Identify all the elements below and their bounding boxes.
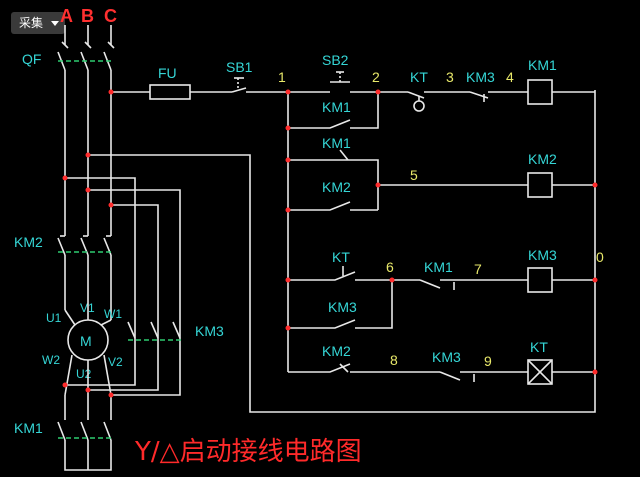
km1-main-label: KM1 bbox=[14, 420, 43, 436]
phase-b-label: B bbox=[81, 6, 94, 26]
qf-breaker: QF bbox=[22, 25, 115, 71]
sb2-label: SB2 bbox=[322, 52, 349, 68]
v2-label: V2 bbox=[108, 355, 123, 369]
km3-hold-label: KM3 bbox=[328, 299, 357, 315]
node-0: 0 bbox=[596, 249, 604, 265]
motor: M U1 V1 W1 W2 U2 V2 bbox=[42, 300, 123, 396]
node-1: 1 bbox=[278, 69, 286, 85]
km1-hold-contact: KM1 bbox=[287, 92, 379, 372]
kt-nc-label: KT bbox=[410, 69, 428, 85]
km1-nc-label: KM1 bbox=[322, 135, 351, 151]
w1-label: W1 bbox=[104, 307, 122, 321]
u1-label: U1 bbox=[46, 311, 62, 325]
km1-hold-label: KM1 bbox=[322, 99, 351, 115]
delta-wires bbox=[65, 90, 596, 413]
km2-rung: KM1 KM2 KM2 bbox=[288, 135, 595, 211]
kt-rung: KM2 KM3 KT bbox=[288, 339, 595, 385]
kt-no-label: KT bbox=[332, 249, 350, 265]
kt-coil-label: KT bbox=[530, 339, 548, 355]
km2-hold-label: KM2 bbox=[322, 179, 351, 195]
km2-nc-label: KM2 bbox=[322, 343, 351, 359]
km3-main-label: KM3 bbox=[195, 323, 224, 339]
node-9: 9 bbox=[484, 353, 492, 369]
km2-main-label: KM2 bbox=[14, 234, 43, 250]
w2-label: W2 bbox=[42, 353, 60, 367]
km1-main-contacts: KM1 bbox=[14, 395, 112, 471]
node-6: 6 bbox=[386, 259, 394, 275]
node-5: 5 bbox=[410, 167, 418, 183]
chevron-down-icon bbox=[51, 21, 59, 26]
motor-label: M bbox=[80, 333, 92, 349]
diagram-title: Y/△启动接线电路图 bbox=[134, 437, 362, 467]
km3-nc2-label: KM3 bbox=[432, 349, 461, 365]
phase-a-label: A bbox=[60, 6, 73, 26]
node-8: 8 bbox=[390, 352, 398, 368]
km1-nc2-label: KM1 bbox=[424, 259, 453, 275]
sb1-label: SB1 bbox=[226, 59, 253, 75]
node-7: 7 bbox=[474, 261, 482, 277]
phase-c-label: C bbox=[104, 6, 117, 26]
node-4: 4 bbox=[506, 69, 514, 85]
control-top-line: FU SB1 SB2 KT KM3 KM1 bbox=[111, 52, 595, 112]
km3-rung: KT KM3 KM1 KM3 bbox=[288, 247, 595, 329]
collect-button[interactable]: 采集 bbox=[11, 12, 65, 34]
fu-label: FU bbox=[158, 65, 177, 81]
node-2: 2 bbox=[372, 69, 380, 85]
km3-coil-label: KM3 bbox=[528, 247, 557, 263]
km2-main-contacts: KM2 bbox=[14, 234, 112, 320]
km1-coil-label: KM1 bbox=[528, 57, 557, 73]
km2-coil-label: KM2 bbox=[528, 151, 557, 167]
node-3: 3 bbox=[446, 69, 454, 85]
collect-label: 采集 bbox=[19, 16, 44, 30]
qf-label: QF bbox=[22, 51, 41, 67]
km3-main-contacts: KM3 bbox=[127, 321, 224, 341]
u2-label: U2 bbox=[76, 367, 92, 381]
km3-nc-label: KM3 bbox=[466, 69, 495, 85]
junction-dots bbox=[62, 89, 598, 398]
